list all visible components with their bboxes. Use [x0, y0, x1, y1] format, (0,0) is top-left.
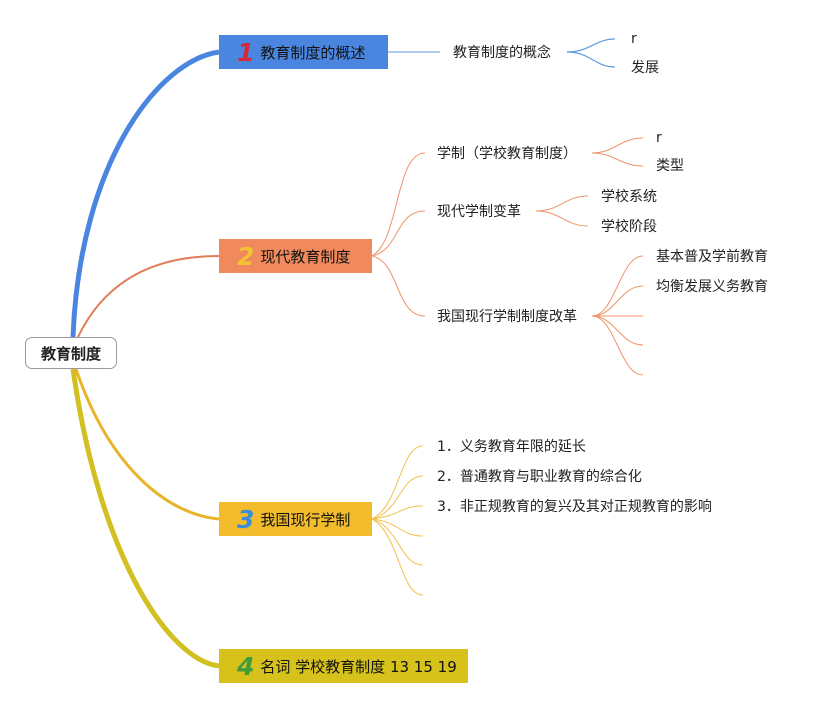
- topic-leaf[interactable]: r: [656, 130, 662, 146]
- branch-1-node[interactable]: 1 教育制度的概述: [219, 35, 388, 69]
- root-label: 教育制度: [40, 344, 101, 363]
- branch-label: 名词 学校教育制度 13 15 19: [260, 657, 457, 676]
- root-node[interactable]: 教育制度: [25, 337, 117, 369]
- topic-leaf[interactable]: 类型: [656, 158, 684, 174]
- topic-concept[interactable]: 教育制度的概念: [453, 45, 551, 61]
- branch-number: 4: [237, 651, 255, 681]
- topic-xuezhi[interactable]: 学制（学校教育制度）: [437, 146, 577, 162]
- topic-leaf[interactable]: 均衡发展义务教育: [656, 279, 768, 295]
- topic-leaf[interactable]: 学校阶段: [601, 219, 657, 235]
- topic-leaf[interactable]: 基本普及学前教育: [656, 249, 768, 265]
- topic-item[interactable]: 3．非正规教育的复兴及其对正规教育的影响: [437, 499, 712, 515]
- branch-2-node[interactable]: 2 现代教育制度: [219, 239, 372, 273]
- branch-label: 教育制度的概述: [260, 43, 366, 62]
- topic-leaf[interactable]: 学校系统: [601, 189, 657, 205]
- branch-3-node[interactable]: 3 我国现行学制: [219, 502, 372, 536]
- topic-gaige[interactable]: 我国现行学制制度改革: [437, 309, 577, 325]
- topic-item[interactable]: 1．义务教育年限的延长: [437, 439, 586, 455]
- topic-leaf[interactable]: r: [631, 31, 637, 47]
- branch-label: 现代教育制度: [260, 247, 351, 266]
- branch-number: 2: [237, 241, 255, 271]
- topic-biange[interactable]: 现代学制变革: [437, 204, 521, 220]
- branch-number: 3: [237, 504, 255, 534]
- topic-leaf[interactable]: 发展: [631, 60, 659, 76]
- branch-number: 1: [237, 37, 255, 67]
- branch-label: 我国现行学制: [260, 510, 351, 529]
- topic-item[interactable]: 2．普通教育与职业教育的综合化: [437, 469, 642, 485]
- branch-4-node[interactable]: 4 名词 学校教育制度 13 15 19: [219, 649, 468, 683]
